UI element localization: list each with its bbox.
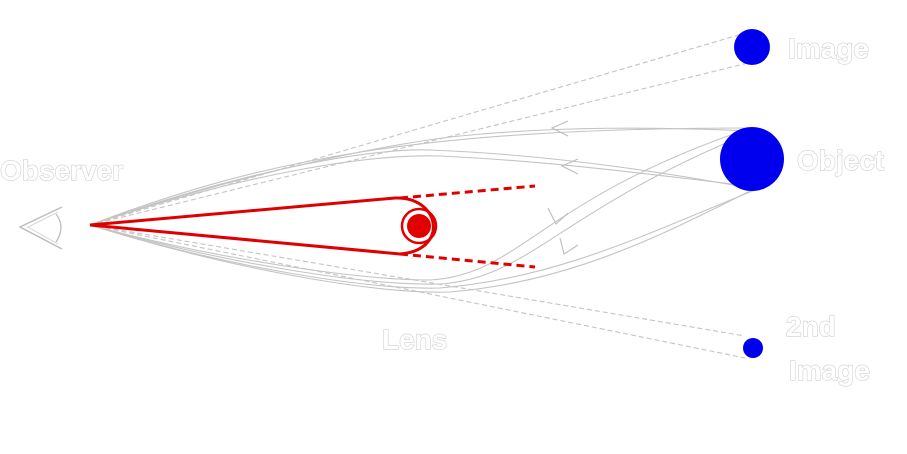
- arrow-icon: [550, 120, 569, 137]
- ray-upper-4: [89, 155, 753, 226]
- ray-upper-1: [89, 127, 753, 226]
- label-observer: Observer: [0, 155, 123, 186]
- arrow-icon: [560, 158, 579, 175]
- arrow-icon: [559, 237, 579, 255]
- bent-light-rays: [89, 127, 761, 293]
- lens-mass-icon: [89, 184, 536, 269]
- label-image: Image: [788, 33, 869, 64]
- label-2nd-image: Image: [789, 355, 870, 386]
- image-dot: [734, 29, 770, 65]
- label-2nd: 2nd: [786, 311, 836, 342]
- lens-mass-ring: [400, 207, 438, 245]
- ray-arrowheads: [547, 120, 579, 255]
- ray-upper-2: [89, 127, 753, 226]
- ray-lower-2: [89, 132, 751, 285]
- lens-ray-upper-extension: [399, 184, 536, 200]
- label-lens: Lens: [382, 324, 447, 355]
- sightline-2nd-image-upper: [89, 224, 746, 337]
- sightline-2nd-image-lower: [89, 224, 746, 359]
- eye-icon: [18, 206, 63, 250]
- ray-lower-1: [89, 129, 746, 281]
- lens-ray-lower-extension: [399, 252, 536, 269]
- apparent-image-sightlines: [89, 33, 753, 359]
- ray-upper-3: [89, 149, 761, 226]
- ray-lower-4: [89, 189, 753, 293]
- second-image-dot: [743, 338, 763, 358]
- lens-mass: [407, 214, 431, 238]
- sightline-image-upper: [89, 33, 743, 226]
- label-object: Object: [797, 145, 884, 176]
- arrow-icon: [547, 207, 569, 225]
- ray-lower-3: [89, 187, 761, 289]
- object-dot: [720, 127, 784, 191]
